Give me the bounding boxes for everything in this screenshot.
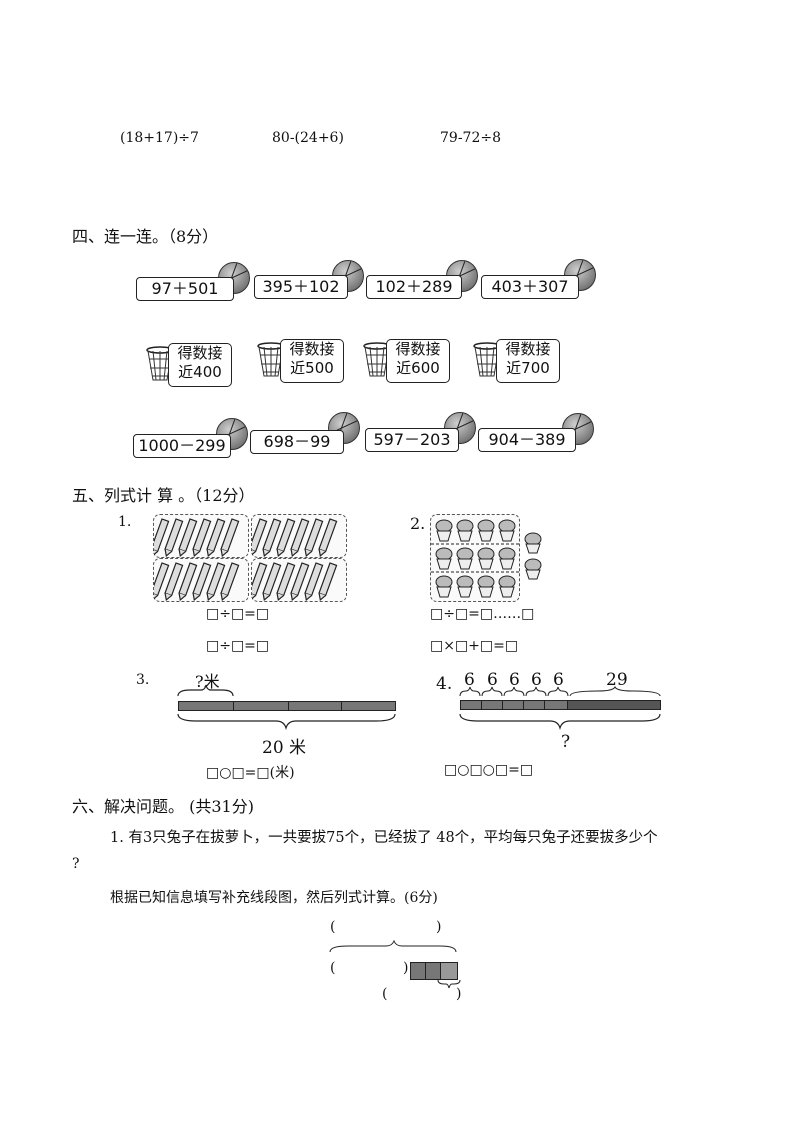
expr-1: (18+17)÷7 xyxy=(120,130,199,146)
pencil-group xyxy=(150,514,249,558)
pencils-icon xyxy=(248,518,338,558)
bar-segment xyxy=(544,700,568,710)
pencil-group xyxy=(150,558,249,602)
question-number: 3. xyxy=(136,672,150,688)
expr-box[interactable]: 1000－299 xyxy=(133,434,231,458)
answer-sign[interactable]: 得数接 近600 xyxy=(386,339,450,383)
pencils-icon xyxy=(248,562,338,602)
equation-template[interactable]: □×□+□=□ xyxy=(430,638,519,654)
bar-segment xyxy=(481,700,503,710)
expr-box[interactable]: 904－389 xyxy=(478,428,576,452)
bar-segment xyxy=(288,701,342,711)
answer-sign[interactable]: 得数接 近500 xyxy=(280,339,344,383)
bar-segment xyxy=(341,701,396,711)
brace-small-icon xyxy=(437,979,461,989)
paren-open: ( xyxy=(330,960,336,976)
segment-number: 6 xyxy=(464,670,475,690)
bar-segment xyxy=(502,700,524,710)
paren-close: ) xyxy=(436,919,442,935)
pencils-icon xyxy=(150,518,240,558)
segment-label-top: ?米 xyxy=(195,672,220,691)
segment-label-bottom: 20 米 xyxy=(262,738,307,758)
paren-open: ( xyxy=(330,919,336,935)
equation-template[interactable]: □÷□=□ xyxy=(206,606,270,622)
segment-number: 6 xyxy=(487,670,498,690)
brace-bottom-icon xyxy=(459,713,661,730)
problem-text: 1. 有3只兔子在拔萝卜，一共要拔75个，已经拔了 48个，平均每只兔子还要拔多… xyxy=(110,830,658,846)
paren-close: ) xyxy=(456,986,462,1002)
bar-segment xyxy=(178,701,234,711)
expr-box[interactable]: 102＋289 xyxy=(366,275,462,299)
equation-template[interactable]: □÷□=□ xyxy=(206,638,270,654)
section6-title: 六、解决问题。 (共31分) xyxy=(72,797,254,816)
expr-3: 79-72÷8 xyxy=(440,130,501,146)
equation-template[interactable]: □÷□=□……□ xyxy=(430,606,535,622)
section5-title: 五、列式计 算 。（12分） xyxy=(72,486,255,505)
basketball-hoop-icon xyxy=(473,342,501,377)
bar-segment xyxy=(460,700,482,710)
segment-number: 6 xyxy=(509,670,520,690)
paren-close: ) xyxy=(403,960,409,976)
segment-number-long: 29 xyxy=(606,670,628,690)
segment-number: 6 xyxy=(531,670,542,690)
answer-sign[interactable]: 得数接 近700 xyxy=(496,339,560,383)
expr-box[interactable]: 97＋501 xyxy=(136,277,234,301)
paren-open: ( xyxy=(382,986,388,1002)
expr-box[interactable]: 395＋102 xyxy=(254,275,348,299)
bar-segment xyxy=(523,700,545,710)
question-number: 1. xyxy=(118,514,132,530)
bar-segment xyxy=(410,962,426,980)
unknown-total-label: ? xyxy=(561,732,571,752)
small-braces-icon xyxy=(459,686,661,697)
segment-number: 6 xyxy=(553,670,564,690)
expr-2: 80-(24+6) xyxy=(272,130,344,146)
cupcake-group xyxy=(430,514,520,602)
pencil-group xyxy=(248,558,347,602)
pencil-group xyxy=(248,514,347,558)
bar-segment-long xyxy=(567,700,661,710)
bar-segment xyxy=(440,962,458,980)
question-number: 2. xyxy=(410,514,426,533)
instruction-text: 根据已知信息填写补充线段图，然后列式计算。(6分) xyxy=(110,890,438,906)
question-number: 4. xyxy=(436,674,453,694)
expr-box[interactable]: 597－203 xyxy=(365,428,459,452)
pencils-icon xyxy=(150,562,240,602)
expr-box[interactable]: 698－99 xyxy=(250,430,344,454)
section4-title: 四、连一连。（8分） xyxy=(72,227,219,246)
cupcakes-icon xyxy=(431,519,519,598)
equation-template[interactable]: □○□=□(米) xyxy=(206,765,295,781)
bar-segment xyxy=(233,701,289,711)
expr-box[interactable]: 403＋307 xyxy=(481,275,579,299)
equation-template[interactable]: □○□○□=□ xyxy=(444,762,534,778)
brace-bottom-icon xyxy=(177,713,396,730)
answer-sign[interactable]: 得数接 近400 xyxy=(168,343,232,387)
extra-cupcakes-icon xyxy=(524,532,542,580)
problem-text-continued: ? xyxy=(72,856,80,872)
brace-top-icon xyxy=(329,940,457,953)
brace-top-icon xyxy=(177,684,234,697)
